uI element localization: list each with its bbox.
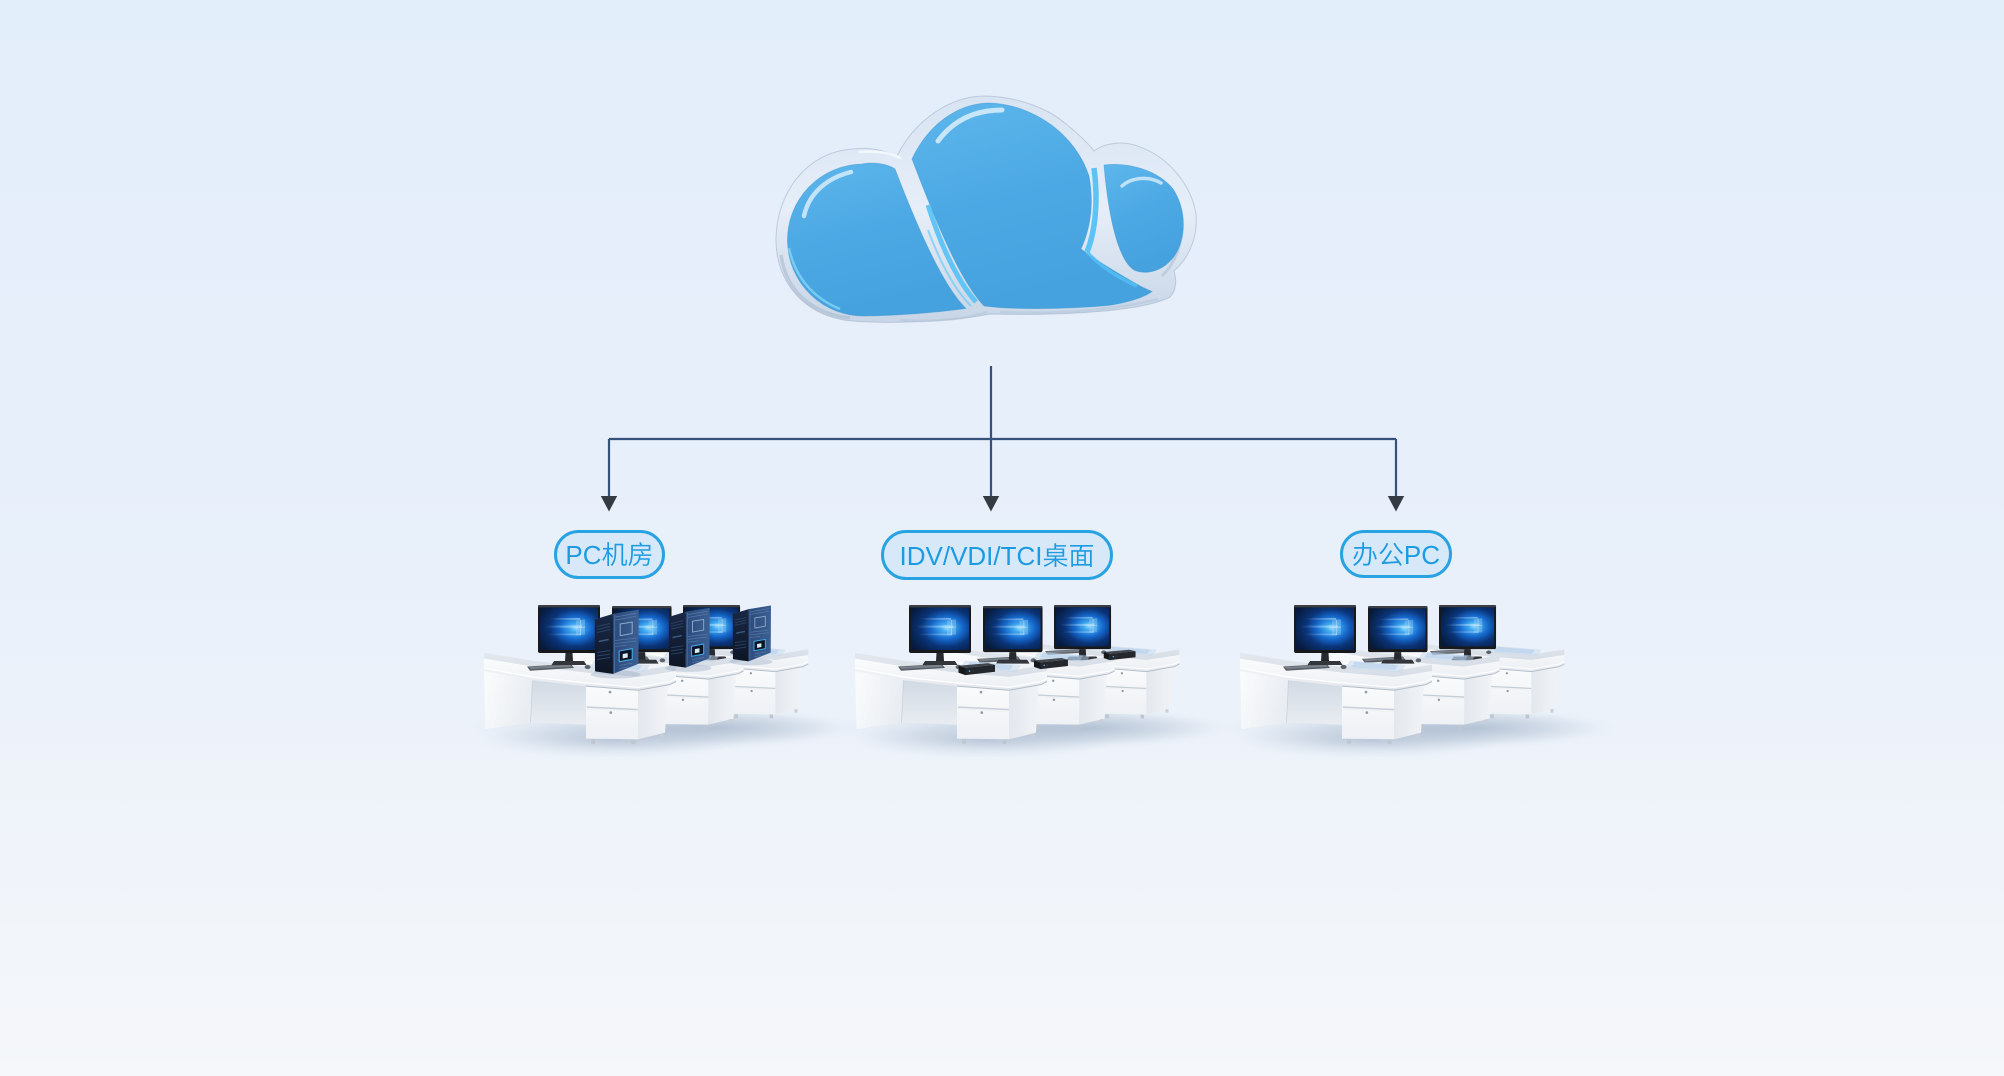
svg-text:PC: PC	[565, 540, 601, 570]
svg-text:IDV/VDI/TCI: IDV/VDI/TCI	[900, 541, 1043, 571]
svg-text:PC: PC	[1404, 540, 1440, 570]
